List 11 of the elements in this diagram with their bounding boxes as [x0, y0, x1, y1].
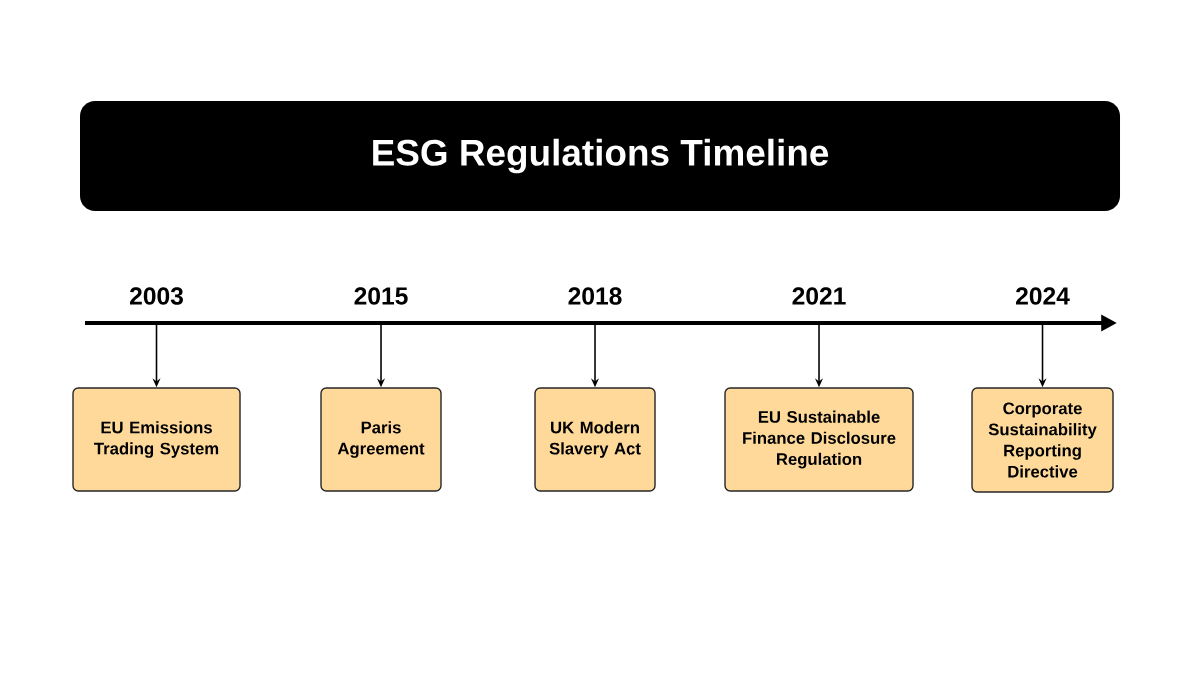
event-box: Corporate Sustainability Reporting Directive: [971, 387, 1114, 493]
year-label: 2024: [1016, 287, 1070, 305]
year-label: 2021: [792, 287, 846, 305]
event-box: EU Emissions Trading System: [72, 387, 241, 492]
event-box: UK Modern Slavery Act: [534, 387, 656, 492]
year-label: 2003: [130, 287, 183, 305]
event-box: Paris Agreement: [320, 387, 442, 492]
year-label: 2015: [354, 287, 408, 305]
event-box: EU Sustainable Finance Disclosure Regulation: [724, 387, 914, 492]
year-label: 2018: [568, 287, 622, 305]
title-banner: ESG Regulations Timeline: [80, 101, 1120, 211]
